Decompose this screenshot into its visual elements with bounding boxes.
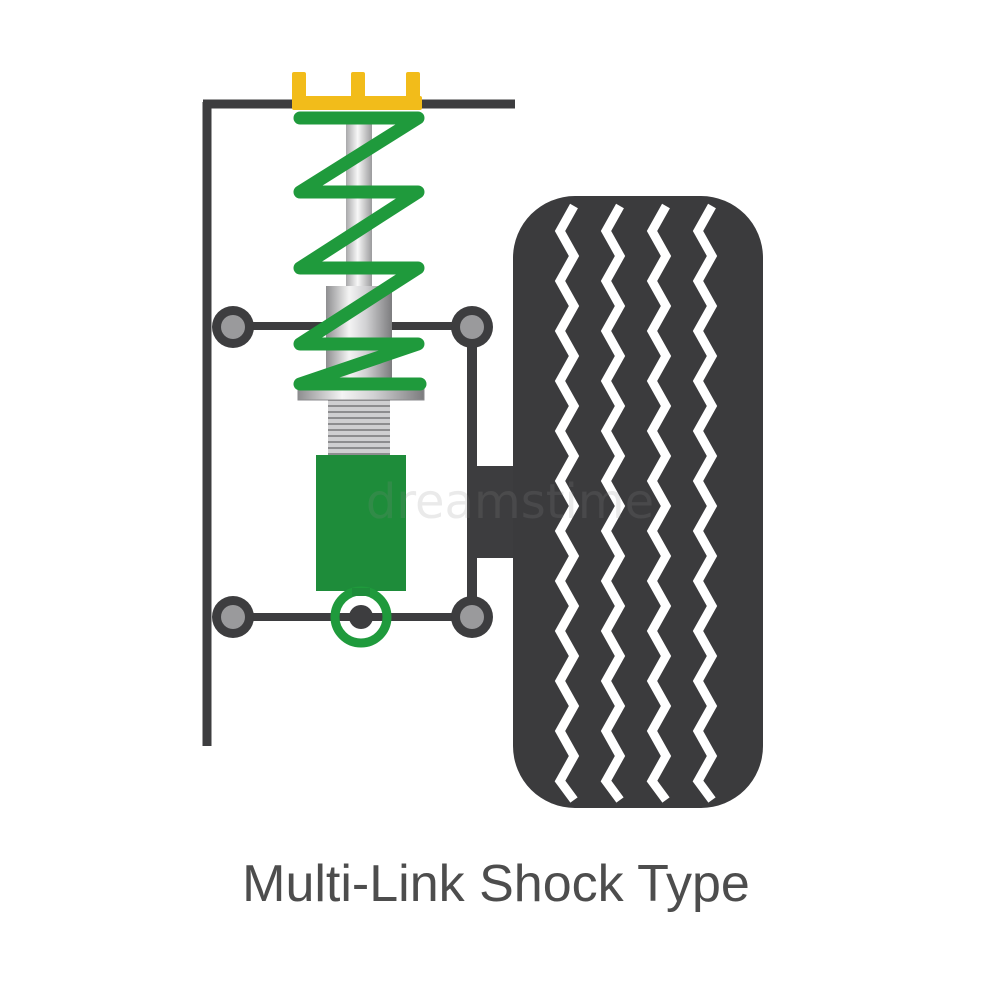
threaded-collar [328, 400, 390, 456]
mount-stud-left [292, 72, 306, 104]
tread-groove-4 [692, 203, 718, 803]
diagram-caption: Multi-Link Shock Type [242, 855, 750, 913]
joint-damper-pivot [349, 605, 373, 629]
tread-groove-3 [646, 203, 672, 803]
mount-stud-center [351, 72, 365, 104]
watermark-text: dreamstime [365, 474, 655, 530]
coil-spring [293, 111, 427, 391]
joint-lower-knuckle [451, 596, 493, 638]
joint-upper-knuckle [451, 306, 493, 348]
joint-lower-frame [212, 596, 254, 638]
top-mount [292, 72, 422, 110]
tire-tread [554, 203, 718, 803]
mount-stud-right [406, 72, 420, 104]
tread-groove-2 [600, 203, 626, 803]
tread-groove-1 [554, 203, 580, 803]
damper-eye-neck [352, 588, 370, 596]
shock-absorber [316, 455, 406, 591]
joint-upper-frame [212, 306, 254, 348]
